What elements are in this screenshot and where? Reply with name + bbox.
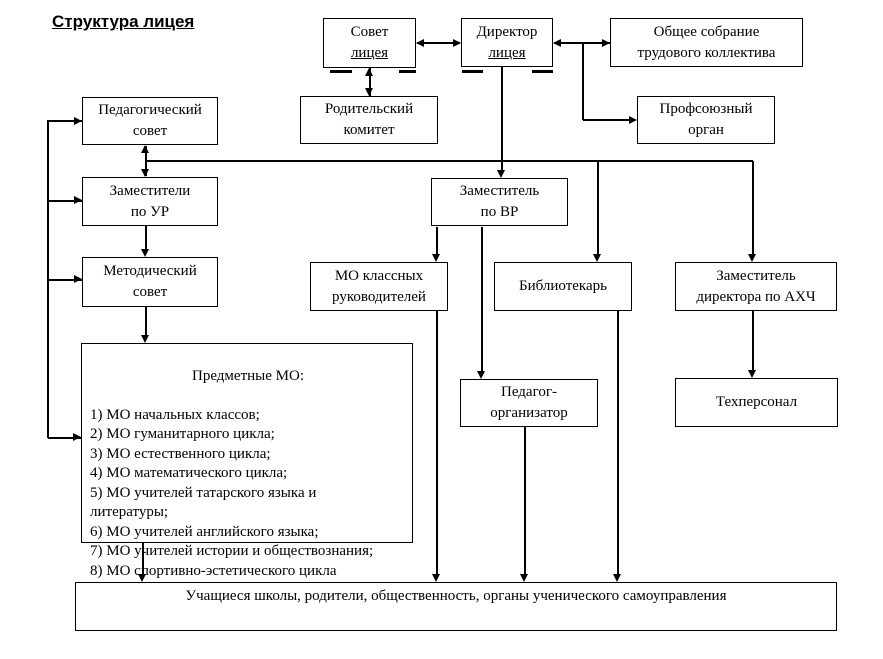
- node-label: Техперсонал: [715, 394, 798, 410]
- arrowhead-into-direktor-right: [553, 39, 561, 47]
- arrowhead-into-moklass: [432, 254, 440, 262]
- line-zamahch-tehpersonal: [752, 311, 754, 370]
- line-pedagogorg-bottom: [524, 427, 526, 574]
- arrowhead-into-pedsovet-bottom: [141, 145, 149, 153]
- border-artifact: [532, 70, 553, 73]
- node-label: Родительский комитет: [324, 101, 414, 138]
- arrowhead-into-predmetnye-top: [141, 335, 149, 343]
- node-label: Профсоюзный орган: [659, 101, 753, 138]
- line-branch-to-profsoyuz-vertical: [582, 43, 584, 120]
- node-label: Педагогический совет: [98, 102, 202, 139]
- node-tehpersonal: Техперсонал: [675, 378, 838, 427]
- line-drop-zamahch: [752, 161, 754, 254]
- line-bibliotekar-bottom: [617, 311, 619, 574]
- node-label: Заместители по УР: [109, 182, 191, 220]
- node-zamestitel-po-vr: Заместитель по ВР: [431, 178, 568, 226]
- line-predmetnye-bottom: [142, 543, 144, 574]
- arrowhead-into-obshchee: [602, 39, 610, 47]
- arrowhead-into-sovet-bottom: [365, 68, 373, 76]
- line-direktor-zamvr: [501, 67, 503, 170]
- node-profsoyuznyy-organ: Профсоюзный орган: [637, 96, 775, 144]
- node-predmetnye-mo: Предметные МО: 1) МО начальных классов; …: [81, 343, 413, 579]
- line-sovet-direktor: [417, 42, 460, 44]
- node-label: Директор: [476, 23, 538, 40]
- arrowhead-into-tehpersonal: [748, 370, 756, 378]
- arrowhead-pedagogorg-into-bottom: [520, 574, 528, 582]
- border-artifact: [462, 70, 483, 73]
- node-pedagog-organizator: Педагог- организатор: [460, 379, 598, 427]
- node-uchashchiesya: Учащиеся школы, родители, общественность…: [75, 582, 837, 631]
- arrowhead-into-direktor: [453, 39, 461, 47]
- line-pedsovet-zamur: [145, 146, 147, 176]
- arrowhead-into-zamahch: [748, 254, 756, 262]
- arrowhead-into-sovet: [416, 39, 424, 47]
- line-direktor-obshchee: [554, 42, 610, 44]
- node-label: Совет: [350, 24, 389, 40]
- node-label: Общее собрание трудового коллектива: [637, 23, 776, 61]
- node-label: Заместитель директора по АХЧ: [696, 267, 816, 305]
- line-distribution-horizontal: [146, 160, 753, 162]
- arrowhead-into-metodsovet-left: [74, 275, 82, 283]
- line-zamvr-pedagogorg: [481, 227, 483, 371]
- line-zamur-metodsovet: [145, 226, 147, 250]
- node-direktor-litseya: Директор лицея: [461, 18, 553, 67]
- line-sovet-rodkomitet: [369, 68, 371, 96]
- node-zamestiteli-po-ur: Заместители по УР: [82, 177, 218, 226]
- node-bibliotekar: Библиотекарь: [494, 262, 632, 311]
- node-label: МО классных руководителей: [332, 267, 426, 305]
- line-moklass-bottom: [436, 311, 438, 574]
- line-zamvr-moklass: [436, 227, 438, 255]
- line-metodsovet-predmetnye: [145, 307, 147, 336]
- node-label-underlined: лицея: [488, 44, 526, 61]
- arrowhead-into-rodkomitet: [365, 88, 373, 96]
- line-drop-bibliotekar: [597, 161, 599, 254]
- arrowhead-into-zamvr: [497, 170, 505, 178]
- node-metodicheskiy-sovet: Методический совет: [82, 257, 218, 307]
- arrowhead-into-pedagogorg: [477, 371, 485, 379]
- border-artifact: [330, 70, 352, 73]
- arrowhead-into-bibliotekar: [593, 254, 601, 262]
- arrowhead-into-zamur-left: [74, 196, 82, 204]
- node-obshchee-sobranie: Общее собрание трудового коллектива: [610, 18, 803, 67]
- node-roditelskiy-komitet: Родительский комитет: [300, 96, 438, 144]
- node-pedagogicheskiy-sovet: Педагогический совет: [82, 97, 218, 145]
- list-items: 1) МО начальных классов; 2) МО гуманитар…: [90, 406, 374, 579]
- node-label-underlined: лицея: [350, 45, 389, 61]
- arrowhead-predmetnye-into-bottom: [138, 574, 146, 582]
- arrowhead-into-zamur-top: [141, 169, 149, 177]
- line-stub-pedsovet: [48, 120, 82, 122]
- arrowhead-into-metodsovet: [141, 249, 149, 257]
- node-label: Заместитель по ВР: [459, 183, 540, 220]
- node-label: Методический совет: [103, 263, 197, 300]
- arrowhead-bibliotekar-into-bottom: [613, 574, 621, 582]
- arrowhead-into-pedsovet-left: [74, 117, 82, 125]
- page-title: Структура лицея: [52, 12, 195, 31]
- line-stub-predmetnye: [48, 437, 81, 439]
- border-artifact: [399, 70, 416, 73]
- line-stub-zamur: [48, 200, 82, 202]
- node-label: Педагог- организатор: [490, 384, 568, 421]
- arrowhead-into-predmetnye-left: [73, 433, 81, 441]
- node-mo-klassnykh-rukovoditeley: МО классных руководителей: [310, 262, 448, 311]
- line-stub-metodsovet: [48, 279, 82, 281]
- node-zamestitel-direktora-po-ahch: Заместитель директора по АХЧ: [675, 262, 837, 311]
- line-left-rail: [47, 120, 49, 438]
- line-branch-to-profsoyuz-horizontal: [583, 119, 629, 121]
- list-heading: Предметные МО:: [192, 367, 304, 384]
- node-label: Учащиеся школы, родители, общественность…: [185, 588, 727, 604]
- node-sovet-litseya: Совет лицея: [323, 18, 416, 68]
- arrowhead-moklass-into-bottom: [432, 574, 440, 582]
- node-label: Библиотекарь: [519, 278, 607, 294]
- arrowhead-into-profsoyuz: [629, 116, 637, 124]
